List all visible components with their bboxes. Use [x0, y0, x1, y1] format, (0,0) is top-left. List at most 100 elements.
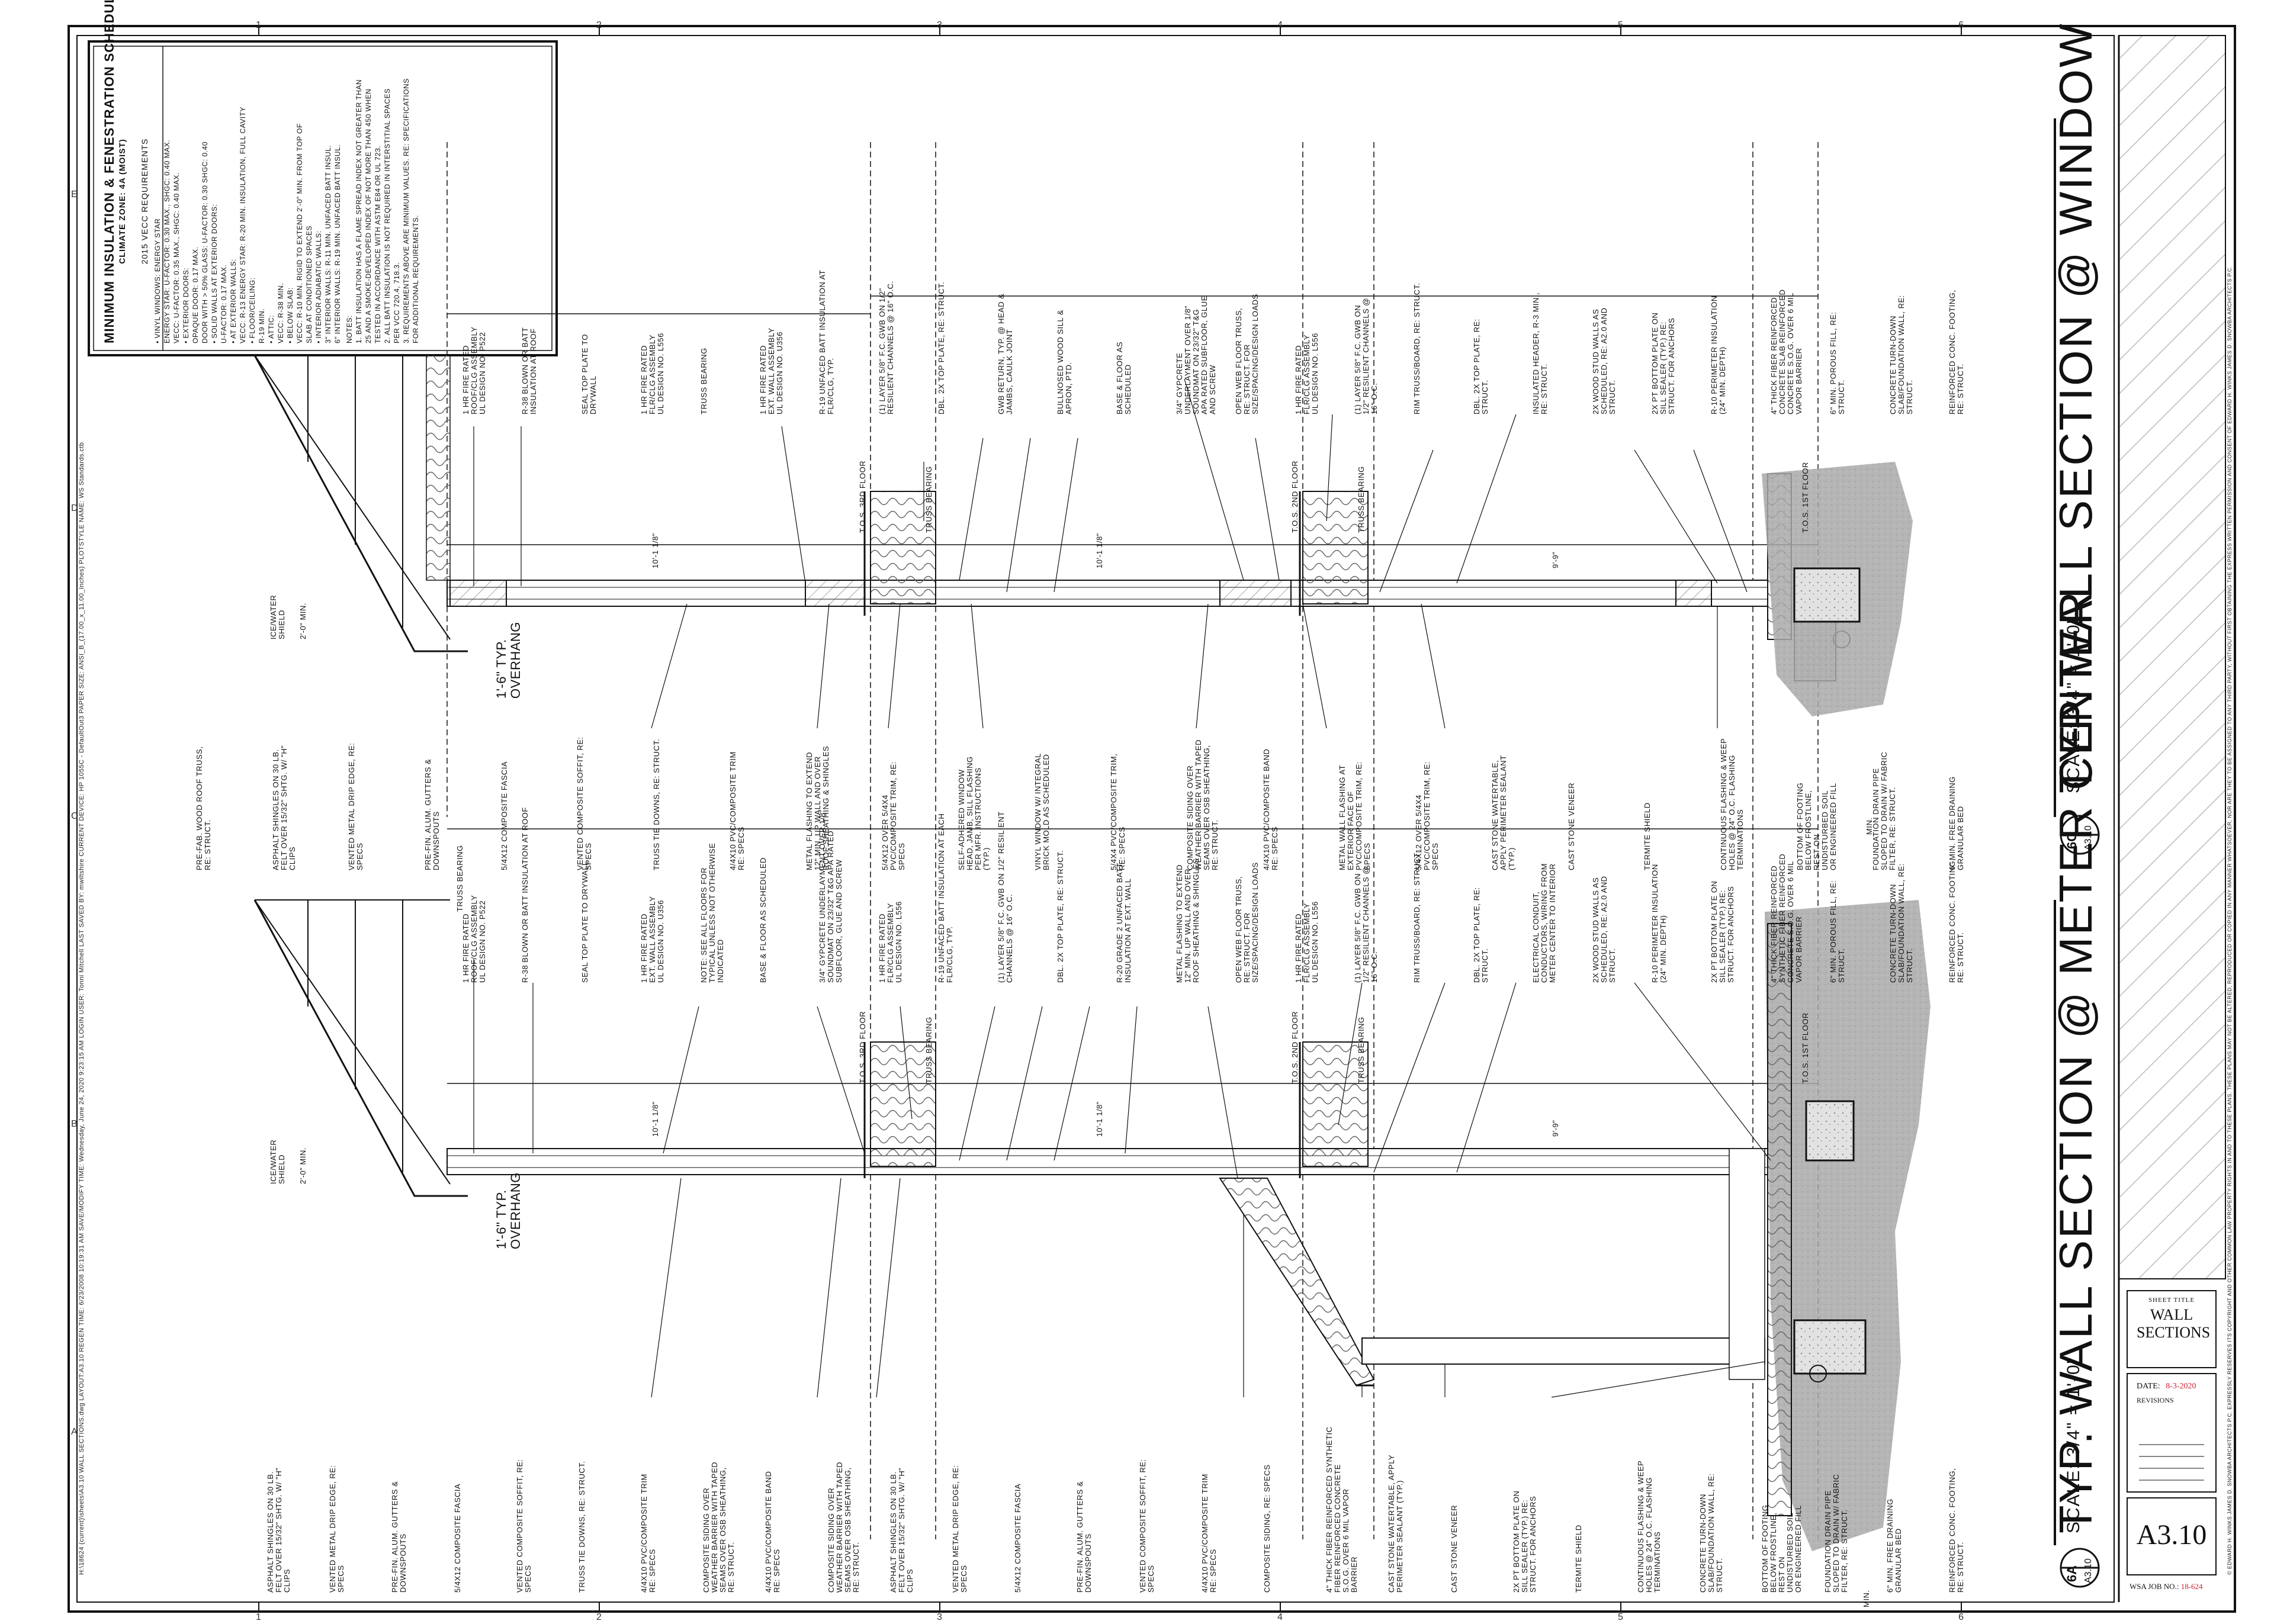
- level-first-floor-upper: T.O.S. 1ST FLOOR: [1801, 462, 1810, 533]
- callout-meter-lower-22: TERMITE SHIELD: [1574, 1525, 1583, 1593]
- callout-window-lower-4: PRE-FIN. ALUM. GUTTERS & DOWNSPOUTS: [423, 758, 441, 870]
- callout-window-upper-9: DBL. 2X TOP PLATE, RE: STRUCT.: [937, 281, 946, 414]
- callout-window-lower-12: VINYL WINDOW W/ INTEGRAL BRICK MOLD AS S…: [1033, 753, 1051, 870]
- tag-meter-sheet: A3.10: [2083, 1558, 2093, 1583]
- callout-window-lower-2: ASPHALT SHINGLES ON 30 LB. FELT OVER 15/…: [271, 745, 297, 870]
- callout-window-upper-7: R-19 UNFACED BATT INSULATION AT FLR/CLG,…: [818, 269, 835, 414]
- grid-col-3: 3: [937, 20, 942, 30]
- callout-meter-lower-24: CONCRETE TURN-DOWN SLAB/FOUNDATION WALL,…: [1698, 1473, 1724, 1593]
- min-label-lower: MIN.: [1862, 1590, 1871, 1607]
- callout-meter-upper-20: 2X WOOD STUD WALLS AS SCHEDULED, RE: A2.…: [1591, 876, 1617, 983]
- callout-window-upper-26: REINFORCED CONC. FOOTING, RE: STRUCT.: [1948, 290, 1965, 414]
- callout-window-upper-13: 3/4" GYPCRETE UNDERLAYMENT OVER 1/8" SOU…: [1175, 295, 1217, 414]
- date-row: DATE: 8-3-2020: [2137, 1382, 2196, 1391]
- sheet-border: [68, 25, 2236, 1613]
- callout-window-upper-23: 4" THICK FIBER REINFORCED CONCRETE SLAB …: [1769, 289, 1803, 414]
- dim-lower-3: 9'-9": [1551, 1120, 1560, 1137]
- callout-window-upper-25: CONCRETE TURN-DOWN SLAB/FOUNDATION WALL,…: [1888, 295, 1914, 414]
- sheet-number: A3.10: [2136, 1519, 2207, 1551]
- grid-col-1-bottom: 1: [256, 1612, 261, 1622]
- dim-upper-2: 10'-1 1/8": [1095, 533, 1104, 568]
- sheet-title: WALL SECTIONS: [2137, 1306, 2211, 1341]
- callout-window-lower-3: VENTED METAL DRIP EDGE, RE: SPECS: [347, 742, 364, 870]
- callout-window-lower-18: CAST STONE WATERTABLE, APPLY PERIMETER S…: [1491, 755, 1516, 870]
- callout-window-upper-17: RIM TRUSS/BOARD, RE: STRUCT.: [1412, 282, 1421, 414]
- callout-meter-lower-12: VENTED METAL DRIP EDGE, RE: SPECS: [951, 1465, 968, 1593]
- title-block-boxes: [2127, 1290, 2217, 1575]
- callout-meter-upper-18: DBL. 2X TOP PLATE, RE: STRUCT.: [1472, 887, 1489, 983]
- callout-window-lower-5: 5/4X12 COMPOSITE FASCIA: [500, 761, 509, 870]
- callout-meter-upper-21: R-10 PERIMETER INSULATION (24" MIN. DEPT…: [1650, 864, 1668, 983]
- callout-window-lower-6: VENTED COMPOSITE SOFFIT, RE: SPECS: [576, 737, 593, 870]
- meter-section-linework: [253, 899, 1931, 1551]
- overhang-upper: 1'-6" TYP. OVERHANG: [494, 622, 523, 699]
- grid-ticks: [258, 26, 1962, 1612]
- schedule-notes: NOTES: 1. BATT INSULATION HAS A FLAME SP…: [345, 78, 420, 343]
- tag-meter-number: 6A: [2064, 1565, 2079, 1582]
- title-block: SHEET TITLE WALL SECTIONS: [2127, 1291, 2216, 1342]
- callout-window-lower-11: SELF-ADHERED WINDOW HEAD, JAMB, SILL FLA…: [957, 756, 991, 870]
- dim-upper-1: 10'-1 1/8": [651, 533, 660, 568]
- section-tags: [2060, 815, 2100, 1588]
- callout-meter-lower-20: CAST STONE VENEER: [1450, 1504, 1459, 1593]
- callout-meter-lower-5: VENTED COMPOSITE SOFFIT, RE: SPECS: [515, 1459, 532, 1593]
- section-scale-meter: SCALE: 3/4" = 1'-0": [2064, 1356, 2084, 1533]
- callout-meter-lower-8: COMPOSITE SIDING OVER WEATHER BARRIER WI…: [702, 1461, 735, 1593]
- section-scale-meter-text: SCALE: 3/4" = 1'-0": [2064, 1356, 2083, 1533]
- title-strip-hatch: [2118, 35, 2226, 1279]
- callout-meter-upper-4: 1 HR FIRE RATED EXT. WALL ASSEMBLY UL DE…: [640, 896, 665, 983]
- callout-meter-lower-19: CAST STONE WATERTABLE, APPLY PERIMETER S…: [1387, 1454, 1404, 1593]
- grid-row-b: B: [71, 1119, 78, 1129]
- callout-meter-lower-11: ASPHALT SHINGLES ON 30 LB. FELT OVER 15/…: [889, 1467, 914, 1593]
- grid-row-a: A: [71, 1427, 78, 1437]
- callout-window-upper-21: 2X PT BOTTOM PLATE ON SILL SEALER (TYP.)…: [1650, 312, 1676, 414]
- callout-meter-upper-5: NOTE: SEE ALL FLOORS FOR TYPICAL UNLESS …: [699, 842, 725, 983]
- callout-window-lower-24: 6" MIN. FREE DRAINING GRANULAR BED: [1948, 776, 1965, 870]
- callout-window-upper-18: DBL. 2X TOP PLATE, RE: STRUCT.: [1472, 319, 1489, 414]
- callout-window-lower-20: TERMITE SHIELD: [1643, 802, 1652, 870]
- callout-meter-lower-3: PRE-FIN. ALUM. GUTTERS & DOWNSPOUTS: [390, 1481, 407, 1593]
- callout-meter-upper-24: 6" MIN. POROUS FILL, RE: STRUCT.: [1829, 880, 1846, 983]
- callout-meter-lower-6: TRUSS TIE DOWNS, RE: STRUCT.: [577, 1461, 586, 1593]
- callout-meter-lower-14: PRE-FIN. ALUM. GUTTERS & DOWNSPOUTS: [1075, 1481, 1093, 1593]
- callout-meter-lower-1: ASPHALT SHINGLES ON 30 LB. FELT OVER 15/…: [266, 1467, 291, 1593]
- ice-water-shield-upper: ICE/WATER SHIELD: [269, 594, 286, 639]
- grid-col-5-bottom: 5: [1618, 1612, 1623, 1622]
- schedule-box: [88, 40, 558, 356]
- grid-col-4: 4: [1277, 20, 1283, 30]
- callout-meter-upper-8: 1 HR FIRE RATED FLR/CLG ASSEMBLY UL DESI…: [878, 901, 903, 983]
- tag-window-sheet: A3.10: [2083, 825, 2093, 850]
- callout-meter-upper-26: REINFORCED CONC. FOOTING, RE: STRUCT.: [1948, 858, 1965, 983]
- callout-meter-upper-9: R-19 UNFACED BATT INSULATION AT EACH FLR…: [937, 813, 954, 983]
- callout-window-upper-6: 1 HR FIRE RATED EXT. WALL ASSEMBLY UL DE…: [759, 327, 784, 414]
- grid-col-2-bottom: 2: [596, 1612, 602, 1622]
- grid-col-1: 1: [256, 20, 261, 30]
- callout-meter-lower-16: 4/4X10 PVC/COMPOSITE TRIM RE: SPECS: [1200, 1474, 1218, 1593]
- callout-meter-upper-14: OPEN WEB FLOOR TRUSS, RE: STRUCT. FOR SI…: [1234, 862, 1260, 983]
- callout-window-lower-19: CAST STONE VENEER: [1567, 782, 1576, 870]
- grid-col-6-bottom: 6: [1958, 1612, 1964, 1622]
- callout-meter-lower-9: 4/4X10 PVC/COMPOSITE BAND RE: SPECS: [764, 1471, 781, 1593]
- callout-window-lower-13: 5/4X4 PVC/COMPOSITE TRIM, RE: SPECS: [1109, 753, 1126, 870]
- inner-frame: [76, 35, 2115, 1603]
- grid-row-e: E: [71, 189, 78, 200]
- window-section-linework: [253, 142, 1913, 1539]
- date-label: DATE:: [2137, 1382, 2160, 1391]
- dim-upper-3: 9'-9": [1551, 551, 1560, 568]
- ice-water-shield-lower: ICE/WATER SHIELD: [269, 1139, 286, 1184]
- callout-window-lower-14: COMPOSITE SIDING OVER WEATHER BARRIER WI…: [1186, 739, 1219, 870]
- grid-row-d: D: [71, 503, 78, 513]
- callout-window-lower-15: 4/4X10 PVC/COMPOSITE BAND RE: SPECS: [1262, 748, 1279, 870]
- callout-window-upper-20: 2X WOOD STUD WALLS AS SCHEDULED, RE: A2.…: [1591, 307, 1617, 414]
- callout-window-upper-10: GWB RETURN, TYP. @ HEAD & JAMBS, CAULK J…: [997, 293, 1014, 414]
- two-ft-min-upper: 2'-0" MIN.: [298, 603, 307, 639]
- callout-meter-lower-15: VENTED COMPOSITE SOFFIT, RE: SPECS: [1138, 1459, 1155, 1593]
- callout-meter-lower-17: COMPOSITE SIDING, RE: SPECS: [1263, 1464, 1271, 1593]
- schedule-subtitle: CLIMATE ZONE: 4A (MOIST): [117, 139, 127, 264]
- callout-meter-upper-25: CONCRETE TURN-DOWN SLAB/FOUNDATION WALL,…: [1888, 863, 1914, 983]
- insulation-schedule: MINIMUM INSULATION & FENESTRATION SCHEDU…: [102, 0, 558, 343]
- callout-meter-upper-12: R-20 GRADE 2 UNFACED BATT INSULATION AT …: [1115, 863, 1132, 983]
- level-truss-bearing-upper: TRUSS BEARING: [924, 466, 933, 533]
